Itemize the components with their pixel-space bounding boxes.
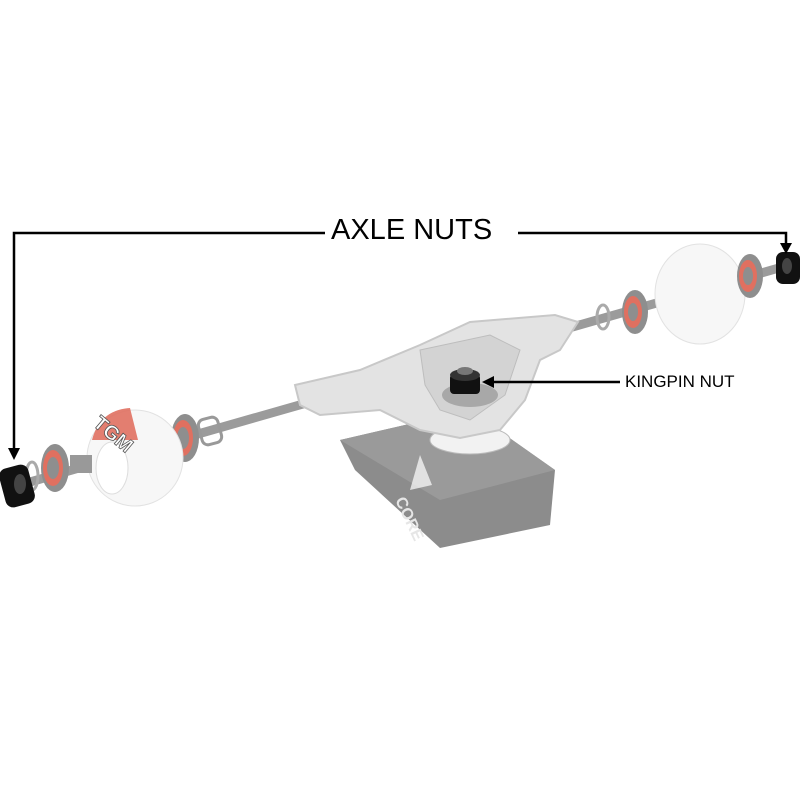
right-axle-nut bbox=[776, 252, 800, 284]
hanger bbox=[293, 313, 580, 440]
left-arrowhead-icon bbox=[8, 448, 20, 460]
kingpin-nut bbox=[450, 367, 480, 394]
axle-nuts-callout bbox=[12, 231, 788, 450]
left-axle-nut bbox=[0, 464, 35, 508]
right-arrowhead-icon bbox=[780, 243, 792, 254]
right-wheel-assembly bbox=[595, 243, 763, 345]
kingpin-nut-label: KINGPIN NUT bbox=[625, 372, 735, 391]
kingpin-arrowhead-icon bbox=[482, 376, 494, 388]
left-wheel-assembly: TGM bbox=[24, 408, 224, 507]
axle-nuts-label: AXLE NUTS bbox=[331, 214, 493, 246]
